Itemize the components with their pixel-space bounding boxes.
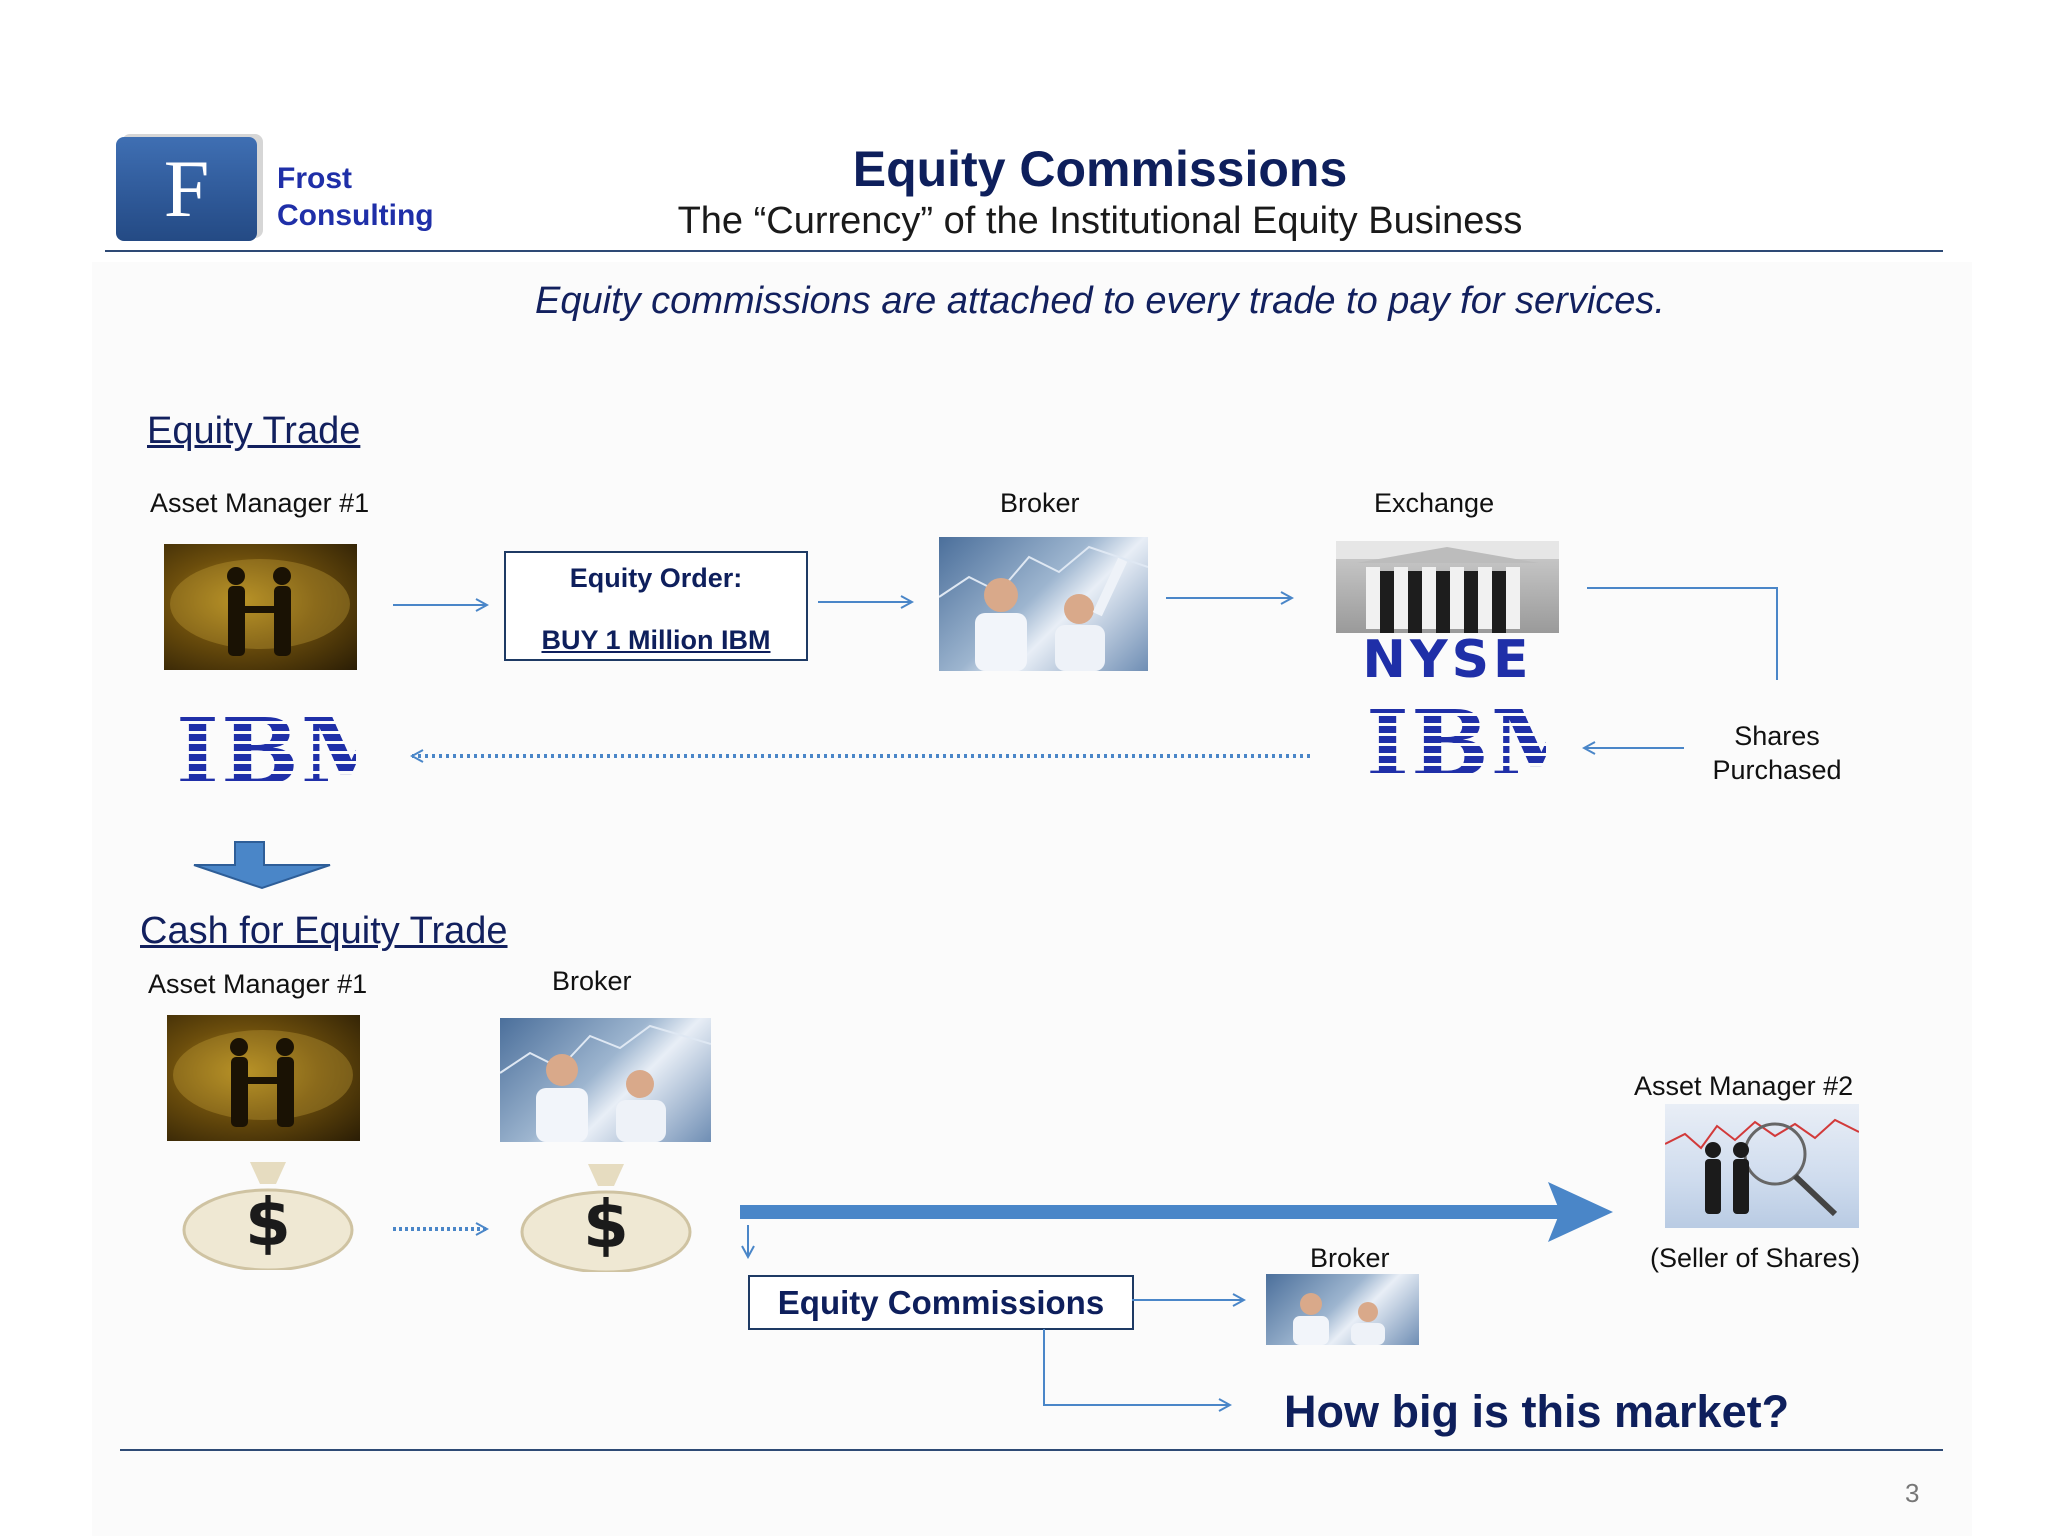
seller-label: (Seller of Shares) [1650, 1243, 1861, 1273]
commission-broker-label: Broker [1310, 1243, 1390, 1273]
money-bag-right: $ [518, 1160, 694, 1272]
asset-manager-2-label: Asset Manager #2 [1634, 1071, 1854, 1101]
big-arrow-shaft [740, 1205, 1560, 1219]
exchange-label: Exchange [1374, 488, 1495, 518]
brand-name-line1: Frost [277, 162, 352, 195]
page-subtitle: The “Currency” of the Institutional Equi… [677, 200, 1523, 242]
asset-manager-2-image [1665, 1104, 1859, 1228]
commission-broker-image [1266, 1274, 1419, 1345]
big-arrow-head [1548, 1182, 1613, 1242]
brand-name-line2: Consulting [277, 199, 434, 232]
ibm-logo-left-text: IBM [176, 714, 356, 790]
traders-icon [500, 1024, 711, 1142]
nyse-logo-text: NYSE [1362, 630, 1533, 690]
handshake-silhouette-icon [173, 1030, 353, 1127]
equity-commissions-label: Equity Commissions [777, 1284, 1105, 1321]
money-bag-icon [182, 1162, 354, 1270]
footer-divider [120, 1449, 1943, 1451]
analysts-chart-icon [1665, 1118, 1859, 1217]
page-number: 3 [1905, 1478, 1920, 1508]
logo-letter: F [163, 143, 210, 234]
cash-asset-manager-1-image [167, 1015, 360, 1141]
cash-asset-manager-1-label: Asset Manager #1 [148, 969, 368, 999]
asset-manager-1-image [164, 544, 357, 670]
nyse-building-image [1336, 541, 1559, 633]
equity-commissions-box [748, 1275, 1134, 1330]
ibm-logo-right: IBM [1366, 706, 1546, 782]
traders-icon [1293, 1293, 1385, 1345]
down-block-arrow [193, 841, 331, 890]
handshake-silhouette-icon [170, 559, 350, 656]
broker-label: Broker [1000, 488, 1080, 518]
section-equity-trade: Equity Trade [147, 410, 361, 452]
money-symbol-right: $ [583, 1186, 629, 1263]
connector-exchange-to-shares [1587, 587, 1778, 680]
market-size-question: How big is this market? [1284, 1386, 1790, 1437]
shares-label-line1: Shares [1734, 721, 1820, 751]
traders-icon [939, 545, 1148, 671]
equity-order-box [504, 551, 808, 661]
arrow-commissions-to-question [1043, 1329, 1230, 1405]
cash-broker-label: Broker [552, 966, 632, 996]
stock-exchange-building-icon [1336, 541, 1559, 633]
money-bag-left: $ [180, 1158, 356, 1270]
ibm-logo-right-text: IBM [1366, 706, 1546, 782]
cash-broker-image [500, 1018, 711, 1142]
money-bag-icon [520, 1164, 692, 1272]
section-cash-for-equity-trade: Cash for Equity Trade [140, 910, 508, 952]
frost-logo [116, 137, 257, 241]
ibm-logo-left: IBM [176, 714, 356, 790]
equity-order-title: Equity Order: [569, 563, 743, 593]
broker-image [939, 537, 1148, 671]
header-divider [105, 250, 1943, 252]
equity-order-detail: BUY 1 Million IBM [541, 625, 771, 655]
money-symbol-left: $ [245, 1184, 291, 1261]
page-title: Equity Commissions [852, 141, 1348, 197]
shares-label-line2: Purchased [1712, 755, 1842, 785]
tagline: Equity commissions are attached to every… [535, 280, 1665, 322]
asset-manager-1-label: Asset Manager #1 [150, 488, 370, 518]
